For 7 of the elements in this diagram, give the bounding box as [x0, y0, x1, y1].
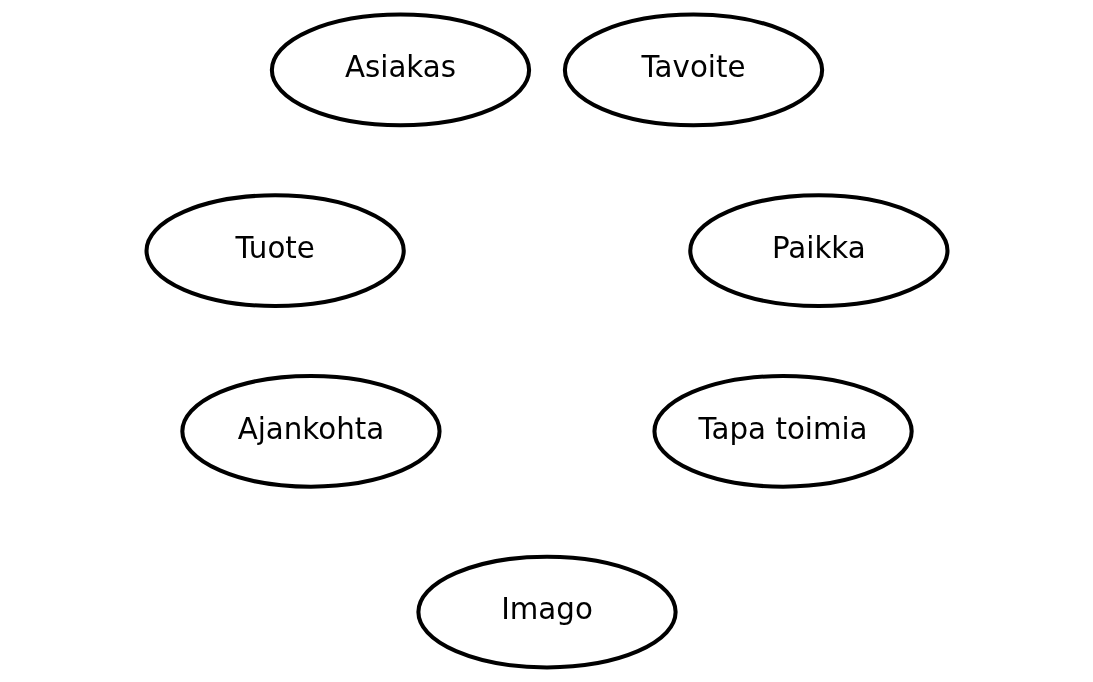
node-ellipse: Tavoite: [562, 12, 824, 128]
node-ellipse: Imago: [415, 554, 678, 670]
node-ellipse: Ajankohta: [179, 373, 442, 489]
node-ellipse: Paikka: [687, 193, 950, 309]
node-ellipse: Tapa toimia: [651, 373, 914, 489]
node-ellipse: Asiakas: [269, 12, 531, 128]
node-ellipse: Tuote: [143, 193, 406, 309]
